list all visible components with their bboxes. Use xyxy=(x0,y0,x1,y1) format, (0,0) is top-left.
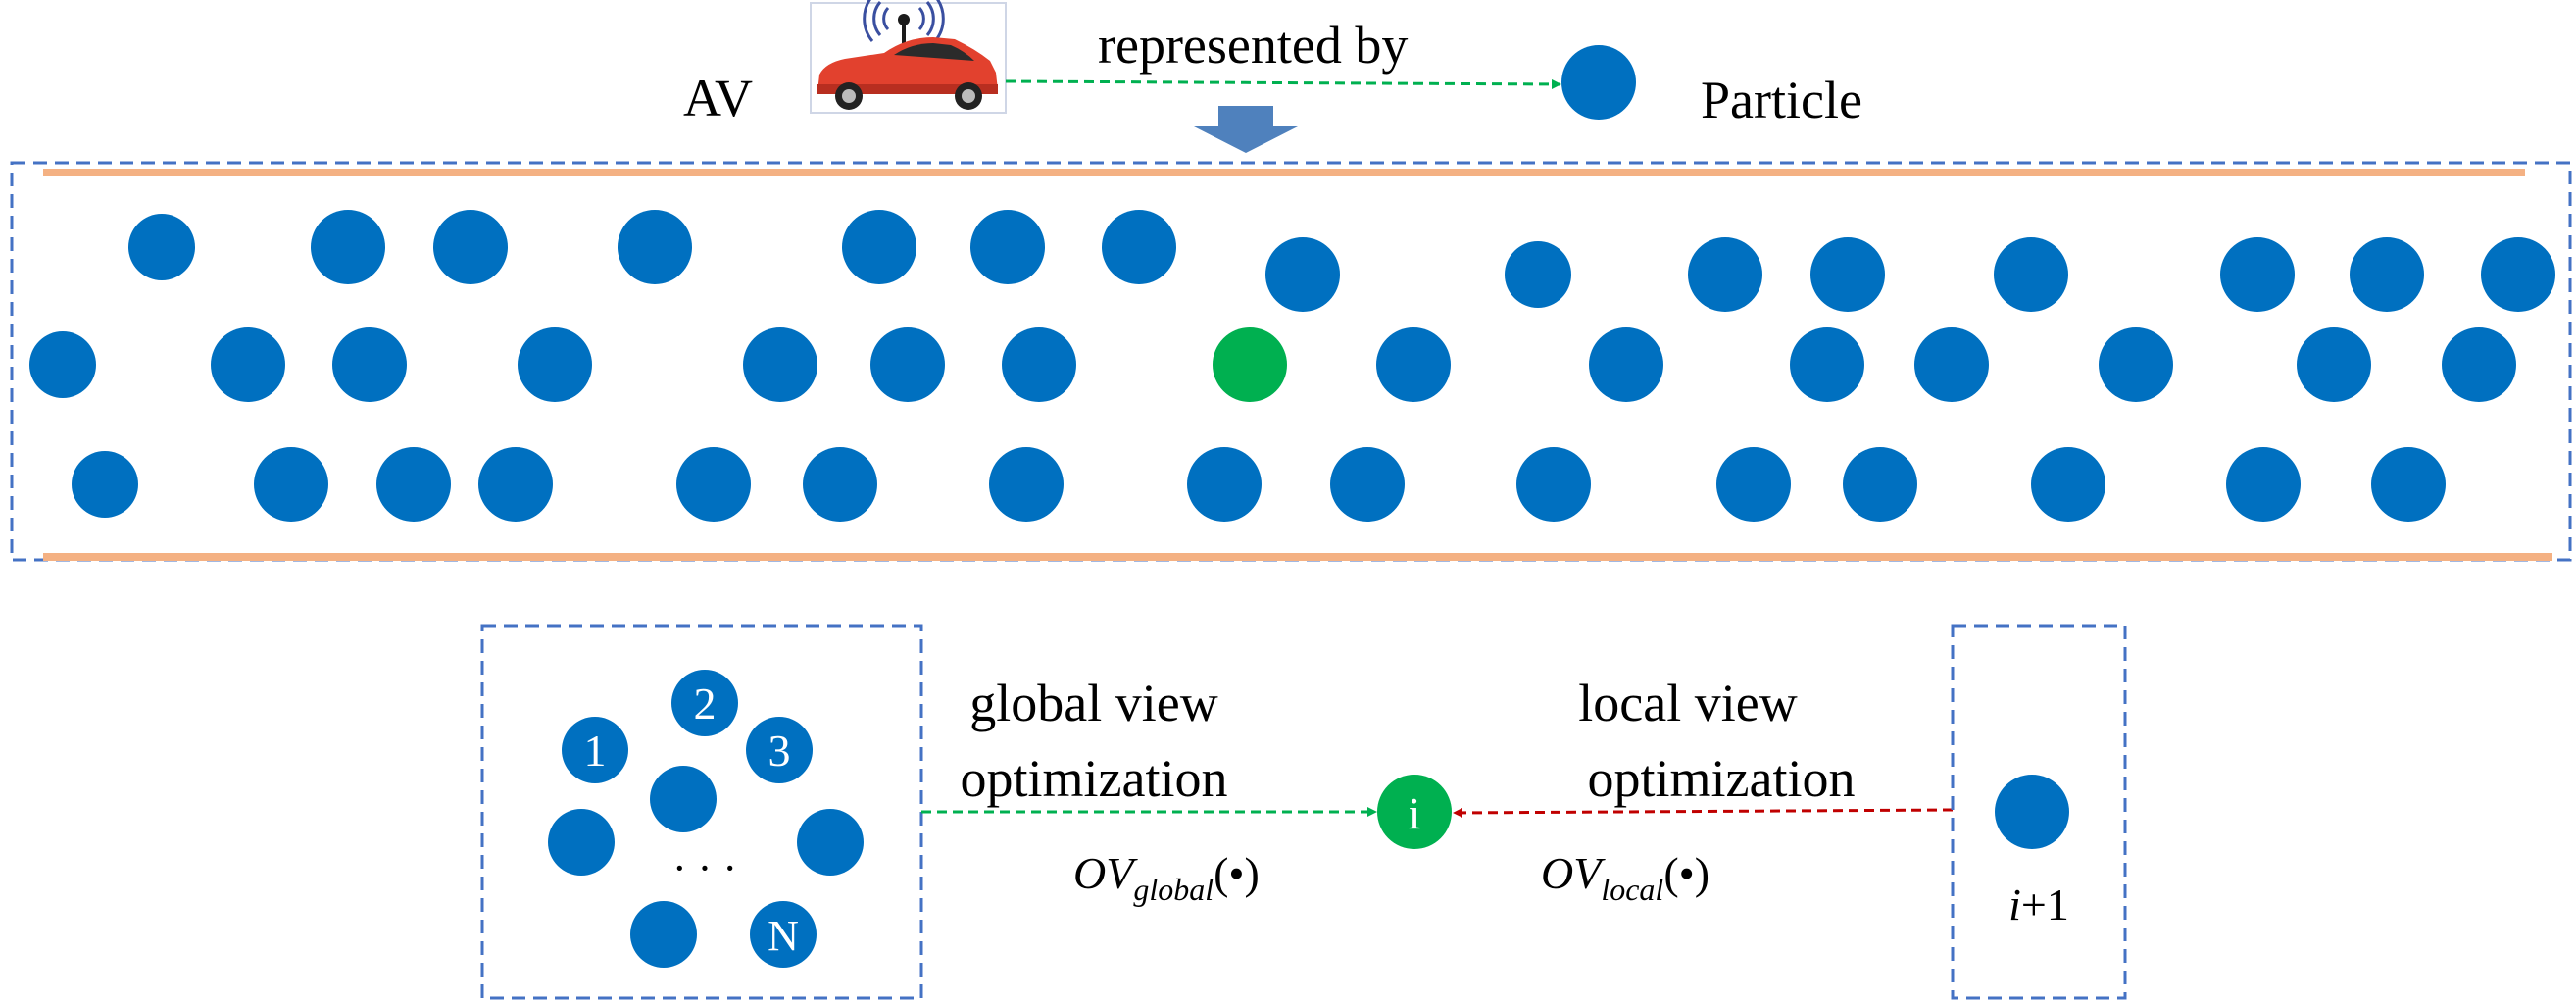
local-optimization-label: optimization xyxy=(1588,749,1856,808)
particle-label: Particle xyxy=(1701,71,1862,129)
particle xyxy=(1790,327,1864,402)
particle xyxy=(2099,327,2173,402)
ov-local-formula: OVlocal(•) xyxy=(1541,848,1709,907)
particle xyxy=(128,214,195,280)
swarm-number-1: 1 xyxy=(584,726,607,776)
particle xyxy=(870,327,945,402)
particle xyxy=(2220,237,2295,312)
ov-global-arg: (•) xyxy=(1214,848,1260,898)
particle xyxy=(743,327,817,402)
particle xyxy=(1187,447,1262,522)
ov-local-arg: (•) xyxy=(1663,848,1709,898)
particle xyxy=(1376,327,1451,402)
ov-global-base: OV xyxy=(1073,848,1138,898)
swarm-ellipsis: · · · xyxy=(672,844,737,892)
particle xyxy=(676,447,751,522)
target-particle-label: i xyxy=(1409,788,1421,838)
particle xyxy=(1716,447,1791,522)
particle xyxy=(2371,447,2446,522)
particle xyxy=(311,210,385,284)
particle xyxy=(2226,447,2301,522)
particle xyxy=(1505,241,1571,308)
particle xyxy=(433,210,508,284)
particle xyxy=(1265,237,1340,312)
swarm-particle xyxy=(650,766,717,832)
global-view-label: global view xyxy=(969,674,1217,732)
swarm-number-3: 3 xyxy=(768,726,791,776)
neighbor-box xyxy=(1951,624,2127,1000)
particle xyxy=(618,210,692,284)
legend-particle xyxy=(1561,45,1636,120)
global-optimization-label: optimization xyxy=(961,749,1228,808)
autonomous-car-icon xyxy=(810,0,1007,114)
represented-by-arrow xyxy=(1005,78,1561,89)
particle xyxy=(2297,327,2371,402)
neighbor-label: i+1 xyxy=(2008,879,2069,929)
particle xyxy=(1688,237,1762,312)
neighbor-particle xyxy=(1995,775,2069,849)
ov-global-subscript: global xyxy=(1133,872,1214,907)
particle xyxy=(970,210,1045,284)
swarm-number-n: N xyxy=(768,912,799,960)
particle xyxy=(1330,447,1405,522)
ov-local-base: OV xyxy=(1541,848,1606,898)
particle xyxy=(211,327,285,402)
particle xyxy=(1516,447,1591,522)
av-label: AV xyxy=(683,69,753,127)
ov-local-subscript: local xyxy=(1601,872,1663,907)
particle xyxy=(1002,327,1076,402)
particle xyxy=(1102,210,1176,284)
particle xyxy=(1994,237,2068,312)
particle xyxy=(72,451,138,518)
neighbor-label-rest: +1 xyxy=(2021,879,2069,929)
particle xyxy=(803,447,877,522)
highlighted-particle xyxy=(1213,327,1287,402)
target-particle-i xyxy=(1377,775,1452,849)
particle xyxy=(2031,447,2105,522)
particle xyxy=(376,447,451,522)
neighbor-label-var: i xyxy=(2008,879,2021,929)
particle xyxy=(1914,327,1989,402)
particle xyxy=(2442,327,2516,402)
swarm-particle xyxy=(548,809,615,876)
swarm-particle-3 xyxy=(746,717,813,783)
particle-swarm xyxy=(29,210,2555,522)
particle xyxy=(254,447,328,522)
particle xyxy=(1810,237,1885,312)
swarm-particle xyxy=(630,901,697,968)
particle xyxy=(518,327,592,402)
particle xyxy=(1589,327,1663,402)
particle xyxy=(332,327,407,402)
particle xyxy=(478,447,553,522)
particle xyxy=(1843,447,1917,522)
swarm-particle-1 xyxy=(562,717,628,783)
particle xyxy=(842,210,916,284)
global-swarm: 2 1 3 · · · N xyxy=(548,670,864,968)
down-arrow-icon xyxy=(1192,106,1300,153)
swarm-number-2: 2 xyxy=(694,678,717,728)
particle xyxy=(989,447,1064,522)
particle xyxy=(2481,237,2555,312)
represented-by-label: represented by xyxy=(1098,16,1408,75)
local-view-arrow xyxy=(1453,807,1954,818)
swarm-particle-n xyxy=(750,901,817,968)
particle xyxy=(2350,237,2424,312)
ov-global-formula: OVglobal(•) xyxy=(1073,848,1260,907)
swarm-particle-2 xyxy=(671,670,738,736)
swarm-particle xyxy=(797,809,864,876)
particle xyxy=(29,331,96,398)
local-view-label: local view xyxy=(1578,674,1797,732)
